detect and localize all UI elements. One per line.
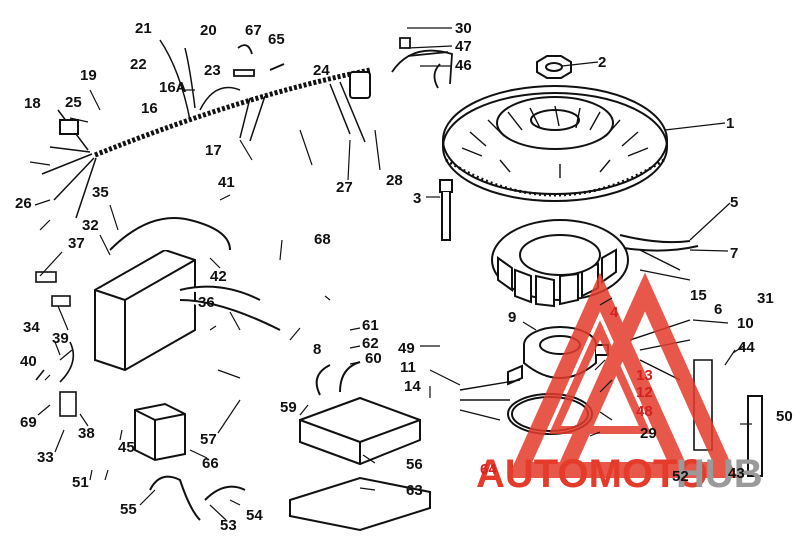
callout-31: 31	[757, 290, 774, 307]
callout-11: 11	[400, 359, 416, 376]
callout-36: 36	[198, 294, 215, 311]
callout-59: 59	[280, 399, 297, 416]
wire-harness	[41, 39, 371, 219]
callout-65: 65	[268, 31, 285, 48]
callout-63: 63	[406, 482, 423, 499]
leader-lines	[29, 27, 752, 521]
callout-4: 4	[610, 304, 619, 321]
callout-29: 29	[640, 425, 657, 442]
callout-16a: 16A	[159, 79, 187, 96]
bolt	[439, 179, 453, 241]
connectors-left	[35, 271, 77, 417]
callout-35: 35	[92, 184, 109, 201]
callout-40: 40	[20, 353, 37, 370]
callout-23: 23	[204, 62, 221, 79]
callout-69: 69	[20, 414, 37, 431]
callout-67: 67	[245, 22, 262, 39]
callout-34: 34	[23, 319, 40, 336]
callout-12: 12	[636, 384, 653, 401]
callout-30: 30	[455, 20, 472, 37]
callout-17: 17	[205, 142, 222, 159]
callout-5: 5	[730, 194, 738, 211]
callout-21: 21	[135, 20, 152, 37]
watermark-text-a: AUTOMOTO	[476, 452, 708, 496]
callout-13: 13	[636, 367, 653, 384]
callout-48: 48	[636, 403, 653, 420]
flywheel	[442, 85, 668, 202]
callout-52: 52	[672, 468, 689, 485]
callout-8: 8	[313, 341, 321, 358]
watermark-text-b: HUB	[676, 452, 763, 496]
callout-54: 54	[246, 507, 263, 524]
callout-25: 25	[65, 94, 82, 111]
callout-53: 53	[220, 517, 237, 534]
callout-47: 47	[455, 38, 472, 55]
flywheel-nut	[536, 55, 572, 79]
callout-56: 56	[406, 456, 423, 473]
callout-49: 49	[398, 340, 415, 357]
callout-51: 51	[72, 474, 89, 491]
callout-68: 68	[314, 231, 331, 248]
callout-39: 39	[52, 330, 69, 347]
callout-45: 45	[118, 439, 135, 456]
callout-15: 15	[690, 287, 707, 304]
callout-57: 57	[200, 431, 217, 448]
callout-41: 41	[218, 174, 235, 191]
callout-19: 19	[80, 67, 97, 84]
callout-61: 61	[362, 317, 379, 334]
callout-6: 6	[714, 301, 722, 318]
callout-33: 33	[37, 449, 54, 466]
callout-62: 62	[362, 335, 379, 352]
callout-26: 26	[15, 195, 32, 212]
callout-64: 64	[480, 461, 497, 478]
ignition-coil	[134, 402, 186, 462]
rectifier	[299, 361, 421, 466]
callout-38: 38	[78, 425, 95, 442]
callout-7: 7	[730, 245, 738, 262]
callout-32: 32	[82, 217, 99, 234]
callout-55: 55	[120, 501, 137, 518]
spark-plug-leads	[149, 475, 246, 521]
callout-labels: 1 2 3 4 5 6 7 8 9 10 11 12 13 14 15 16 1…	[15, 20, 793, 534]
callout-16: 16	[141, 100, 158, 117]
callout-3: 3	[413, 190, 421, 207]
callout-28: 28	[386, 172, 403, 189]
callout-10: 10	[737, 315, 754, 332]
gasket	[289, 476, 431, 532]
small-hardware	[233, 37, 453, 89]
callout-50: 50	[776, 408, 793, 425]
callout-37: 37	[68, 235, 85, 252]
callout-1: 1	[726, 115, 734, 132]
stator	[491, 219, 699, 308]
callout-66: 66	[202, 455, 219, 472]
callout-46: 46	[455, 57, 472, 74]
callout-24: 24	[313, 62, 330, 79]
callout-22: 22	[130, 56, 147, 73]
callout-20: 20	[200, 22, 217, 39]
callout-27: 27	[336, 179, 353, 196]
wire-bundle-right	[459, 249, 691, 421]
power-pack	[94, 217, 281, 372]
callout-44: 44	[738, 339, 755, 356]
callout-42: 42	[210, 268, 227, 285]
callout-2: 2	[598, 54, 606, 71]
callout-9: 9	[508, 309, 516, 326]
callout-60: 60	[365, 350, 382, 367]
callout-18: 18	[24, 95, 41, 112]
watermark-logo	[507, 272, 738, 478]
watermark-text: AUTOMOTO HUB	[476, 452, 763, 496]
callout-43: 43	[728, 465, 745, 482]
callout-14: 14	[404, 378, 421, 395]
strap	[747, 395, 763, 477]
